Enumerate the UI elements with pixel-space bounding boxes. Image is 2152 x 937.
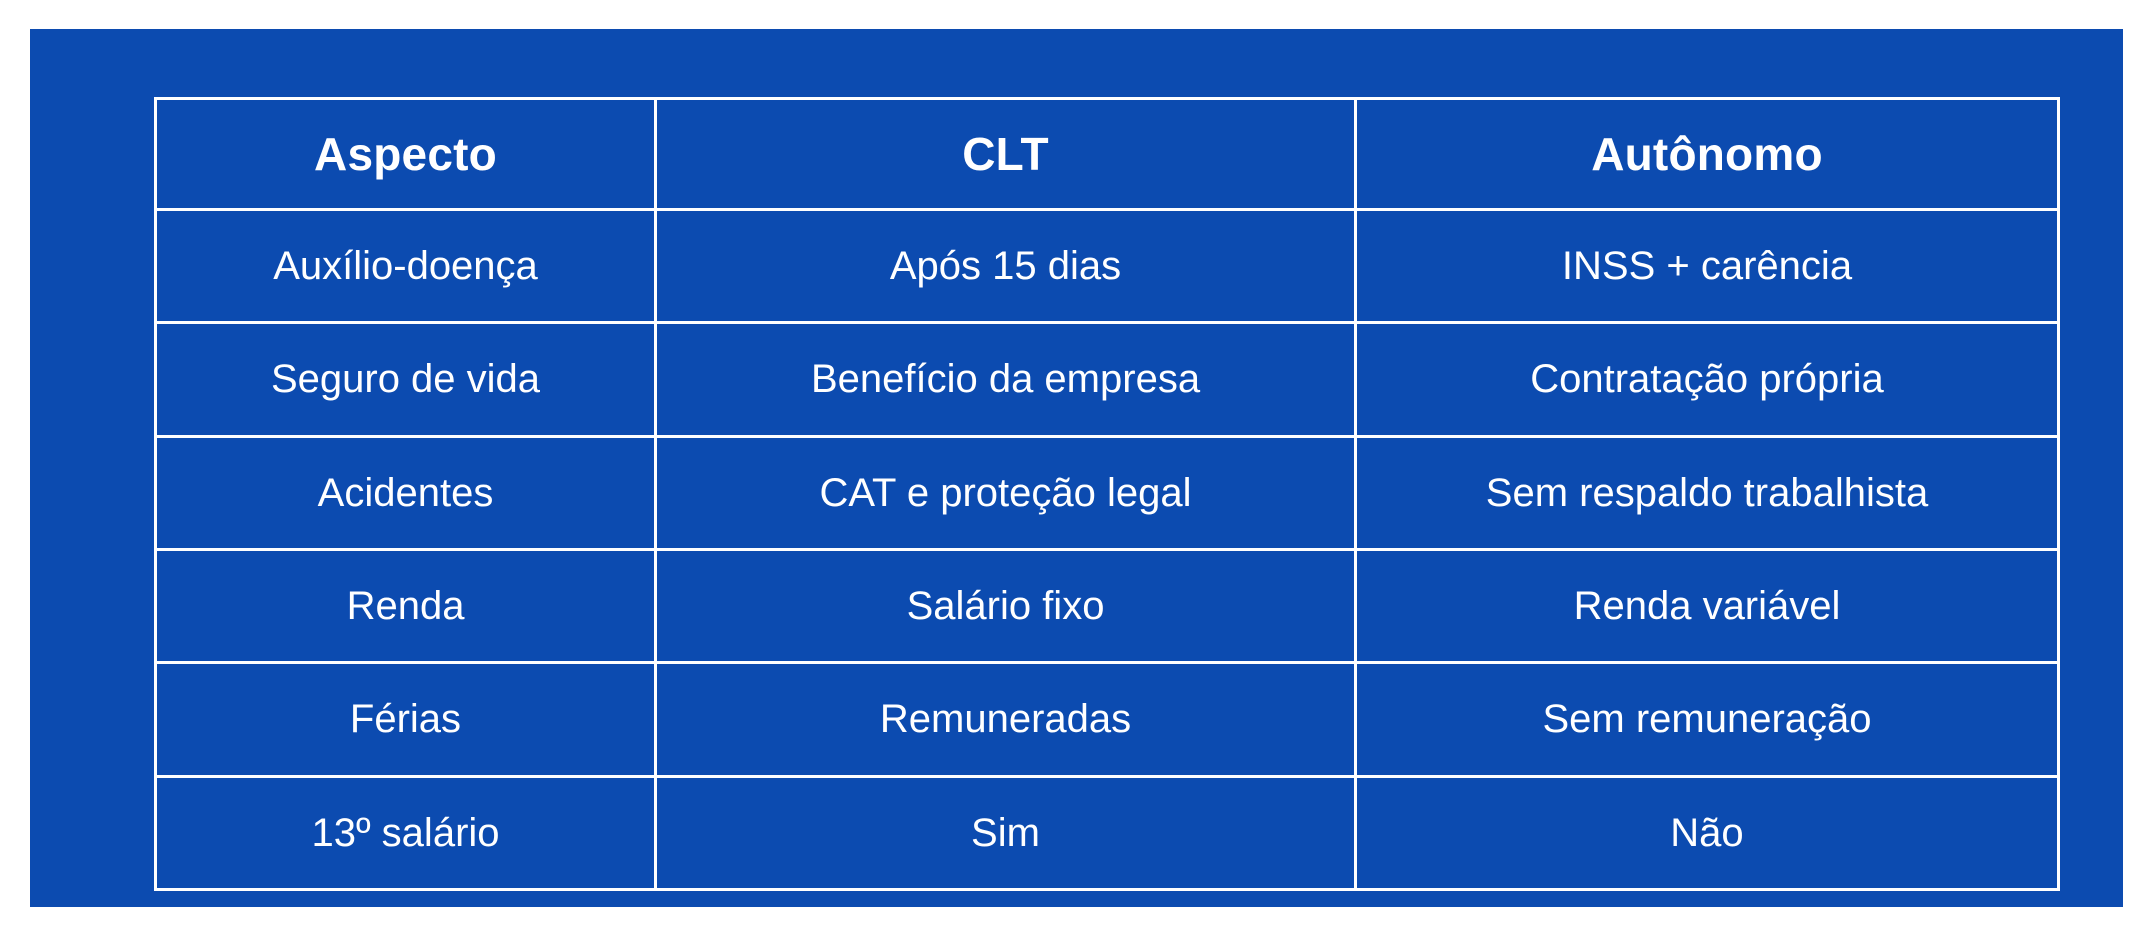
table-row: 13º salário Sim Não	[154, 774, 2060, 892]
table-header-row: Aspecto CLT Autônomo	[154, 97, 2060, 211]
cell-aspecto: Auxílio-doença	[154, 207, 657, 325]
column-header-aspecto: Aspecto	[154, 97, 657, 211]
cell-clt: Salário fixo	[654, 547, 1357, 665]
table-row: Auxílio-doença Após 15 dias INSS + carên…	[154, 207, 2060, 325]
table-row: Seguro de vida Benefício da empresa Cont…	[154, 321, 2060, 438]
cell-aspecto: Acidentes	[154, 434, 657, 551]
cell-autonomo: Contratação própria	[1354, 321, 2060, 438]
column-header-clt: CLT	[654, 97, 1357, 211]
cell-autonomo: Não	[1354, 774, 2060, 892]
cell-aspecto: Férias	[154, 661, 657, 778]
cell-autonomo: Sem remuneração	[1354, 661, 2060, 778]
cell-clt: Após 15 dias	[654, 207, 1357, 325]
table-row: Renda Salário fixo Renda variável	[154, 547, 2060, 665]
cell-autonomo: INSS + carência	[1354, 207, 2060, 325]
table-header: Aspecto CLT Autônomo	[154, 97, 2060, 211]
cell-aspecto: Renda	[154, 547, 657, 665]
cell-autonomo: Sem respaldo trabalhista	[1354, 434, 2060, 551]
blue-slide-panel: Aspecto CLT Autônomo Auxílio-doença Após…	[30, 29, 2123, 907]
clt-vs-autonomo-comparison-table: Aspecto CLT Autônomo Auxílio-doença Após…	[154, 97, 2060, 892]
table-body: Auxílio-doença Após 15 dias INSS + carên…	[154, 207, 2060, 892]
cell-clt: Sim	[654, 774, 1357, 892]
cell-aspecto: 13º salário	[154, 774, 657, 892]
table-row: Férias Remuneradas Sem remuneração	[154, 661, 2060, 778]
cell-clt: CAT e proteção legal	[654, 434, 1357, 551]
cell-aspecto: Seguro de vida	[154, 321, 657, 438]
table-row: Acidentes CAT e proteção legal Sem respa…	[154, 434, 2060, 551]
column-header-autonomo: Autônomo	[1354, 97, 2060, 211]
cell-autonomo: Renda variável	[1354, 547, 2060, 665]
cell-clt: Remuneradas	[654, 661, 1357, 778]
cell-clt: Benefício da empresa	[654, 321, 1357, 438]
